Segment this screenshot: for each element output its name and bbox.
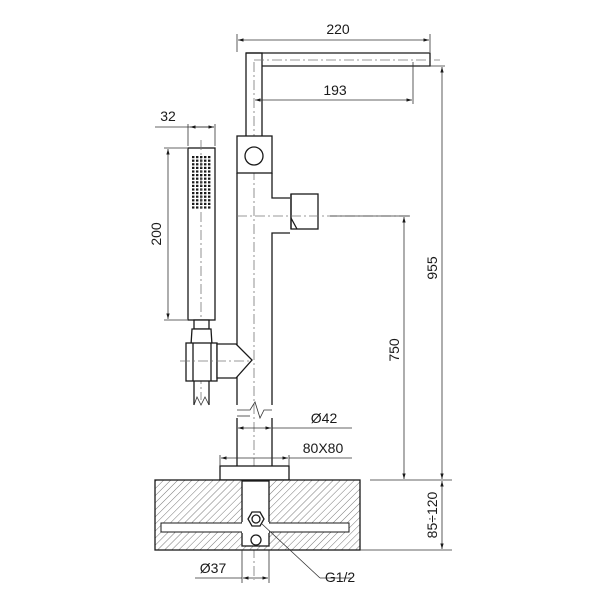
- dim-inlet-diameter: Ø37: [200, 560, 227, 576]
- dim-thread: G1/2: [325, 569, 356, 585]
- dim-base-depth: 85÷120: [424, 491, 440, 538]
- dim-spout-reach: 220: [326, 21, 350, 37]
- dim-outlet-height: 750: [386, 338, 402, 362]
- diverter-knob-icon: [244, 146, 264, 166]
- dim-base-plate: 80X80: [303, 440, 344, 456]
- dim-handshower-width: 32: [160, 108, 176, 124]
- dim-total-height: 955: [424, 256, 440, 280]
- dimension-lines: [155, 34, 452, 583]
- inlet-hole-icon: [250, 534, 262, 546]
- floor-installation: [154, 479, 361, 579]
- dim-handshower-length: 200: [148, 222, 164, 246]
- hand-shower: [180, 140, 253, 406]
- dim-pipe-diameter: Ø42: [311, 410, 338, 426]
- dim-spout-inner-reach: 193: [323, 82, 347, 98]
- dimension-labels: 220 193 32 200 955 750 85÷120 Ø42 80X80 …: [148, 21, 440, 585]
- hex-nut-icon: [247, 511, 265, 527]
